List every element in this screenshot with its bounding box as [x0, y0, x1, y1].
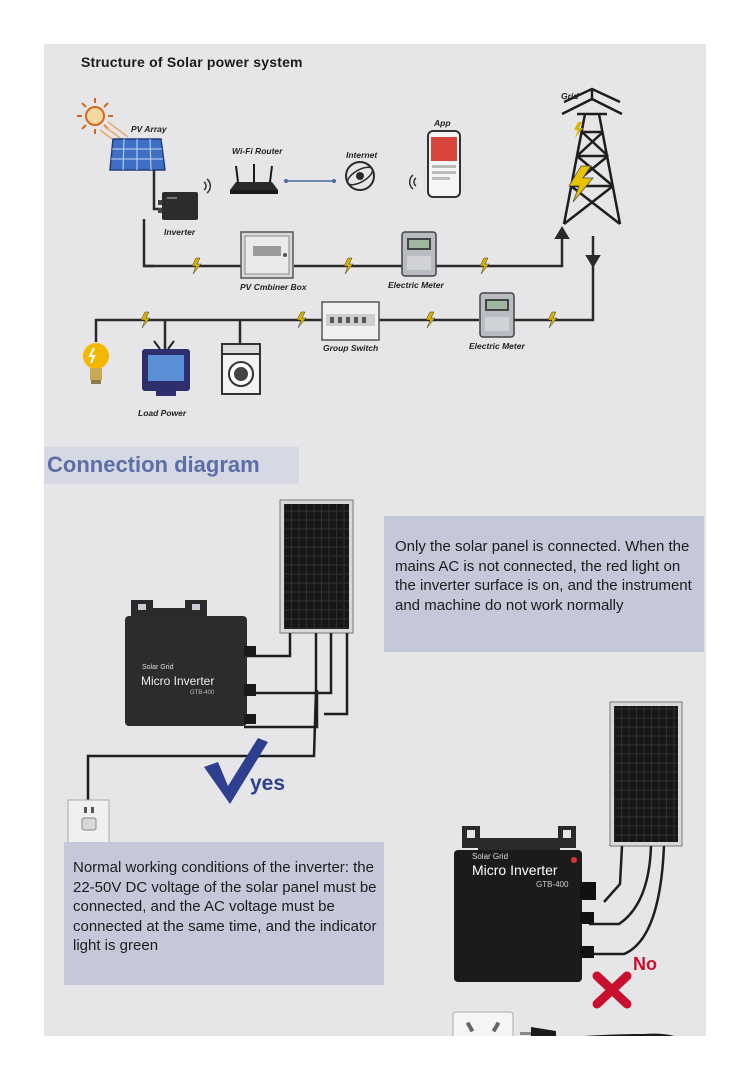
tv-icon: [142, 340, 190, 396]
sun-icon: [77, 98, 113, 134]
yes-label: yes: [250, 772, 286, 795]
label-electric-meter-2: Electric Meter: [469, 341, 525, 351]
structure-title: Structure of Solar power system: [81, 54, 303, 70]
arrow-up-icon: [554, 226, 570, 239]
lightning-icon: [568, 165, 594, 203]
label-inverter: Inverter: [164, 227, 196, 237]
inverter-left-brand: Solar Grid: [142, 664, 174, 671]
note-bottom: Normal working conditions of the inverte…: [64, 842, 384, 985]
lightning-icon: [547, 311, 558, 329]
connection-banner: Connection diagram: [44, 447, 299, 484]
cross-mark-icon: [592, 971, 632, 1009]
phone-app-icon: [427, 130, 461, 198]
inverter-icon: [158, 192, 198, 220]
pv-array-icon: [109, 138, 166, 171]
lightning-icon: [343, 257, 354, 275]
label-electric-meter-1: Electric Meter: [388, 280, 444, 290]
electric-meter-icon: [479, 292, 515, 338]
manual-page: Structure of Solar power system: [44, 44, 706, 1036]
label-group-switch: Group Switch: [323, 343, 379, 353]
internet-globe-icon: [345, 161, 375, 191]
note-top-text: Only the solar panel is connected. When …: [395, 538, 692, 614]
connection-title: Connection diagram: [47, 452, 260, 477]
power-pylon-icon: [561, 87, 623, 225]
combiner-box-icon: [240, 231, 294, 279]
wall-outlet-left: [67, 799, 110, 845]
wire-inverter-down: [142, 219, 154, 268]
wifi-signal-icon: [203, 178, 212, 194]
power-plug-icon: [520, 1027, 674, 1036]
arrow-down-icon: [585, 255, 601, 268]
lightning-icon: [140, 311, 151, 329]
label-pv-array: PV Array: [131, 124, 167, 134]
cables-left: [86, 633, 349, 814]
lightning-icon: [479, 257, 490, 275]
lightning-icon: [296, 311, 307, 329]
label-combiner-box: PV Cmbiner Box: [240, 282, 307, 292]
label-grid: Grid: [561, 91, 579, 101]
lightning-icon: [191, 257, 202, 275]
label-app: App: [434, 118, 451, 128]
wire-meter-grid: [436, 236, 564, 268]
cables-right: [589, 845, 666, 956]
solar-panel-right: [609, 701, 683, 847]
check-mark-icon: [204, 738, 268, 804]
wire-switch-loads: [94, 318, 322, 342]
note-top: Only the solar panel is connected. When …: [384, 516, 704, 652]
label-load-power: Load Power: [138, 408, 187, 418]
label-wifi-router: Wi-Fi Router: [232, 146, 283, 156]
wifi-signal-icon: [408, 174, 417, 190]
electric-meter-icon: [401, 231, 437, 277]
inverter-left-model: GTB-400: [190, 690, 215, 696]
light-bulb-icon: [83, 343, 109, 384]
micro-inverter-left: [125, 600, 256, 726]
lightning-icon: [425, 311, 436, 329]
wire-grid-meter2: [514, 236, 595, 322]
solar-panel-left: [279, 499, 354, 634]
note-bottom-text: Normal working conditions of the inverte…: [73, 859, 377, 954]
router-icon: [230, 164, 278, 194]
wall-outlet-right: [452, 1011, 514, 1036]
inverter-right-model: GTB-400: [536, 880, 569, 889]
label-internet: Internet: [346, 150, 378, 160]
no-label: No: [633, 954, 657, 974]
group-switch-icon: [321, 301, 380, 341]
lightning-icon: [574, 122, 583, 138]
micro-inverter-right: [454, 826, 596, 982]
inverter-right-brand: Solar Grid: [472, 852, 509, 861]
connection-illustration: [67, 499, 683, 1036]
inverter-right-name: Micro Inverter: [472, 862, 558, 878]
structure-diagram: [77, 87, 623, 396]
lightning-icons: [140, 257, 558, 329]
inverter-left-name: Micro Inverter: [141, 674, 215, 688]
washing-machine-icon: [221, 343, 261, 395]
